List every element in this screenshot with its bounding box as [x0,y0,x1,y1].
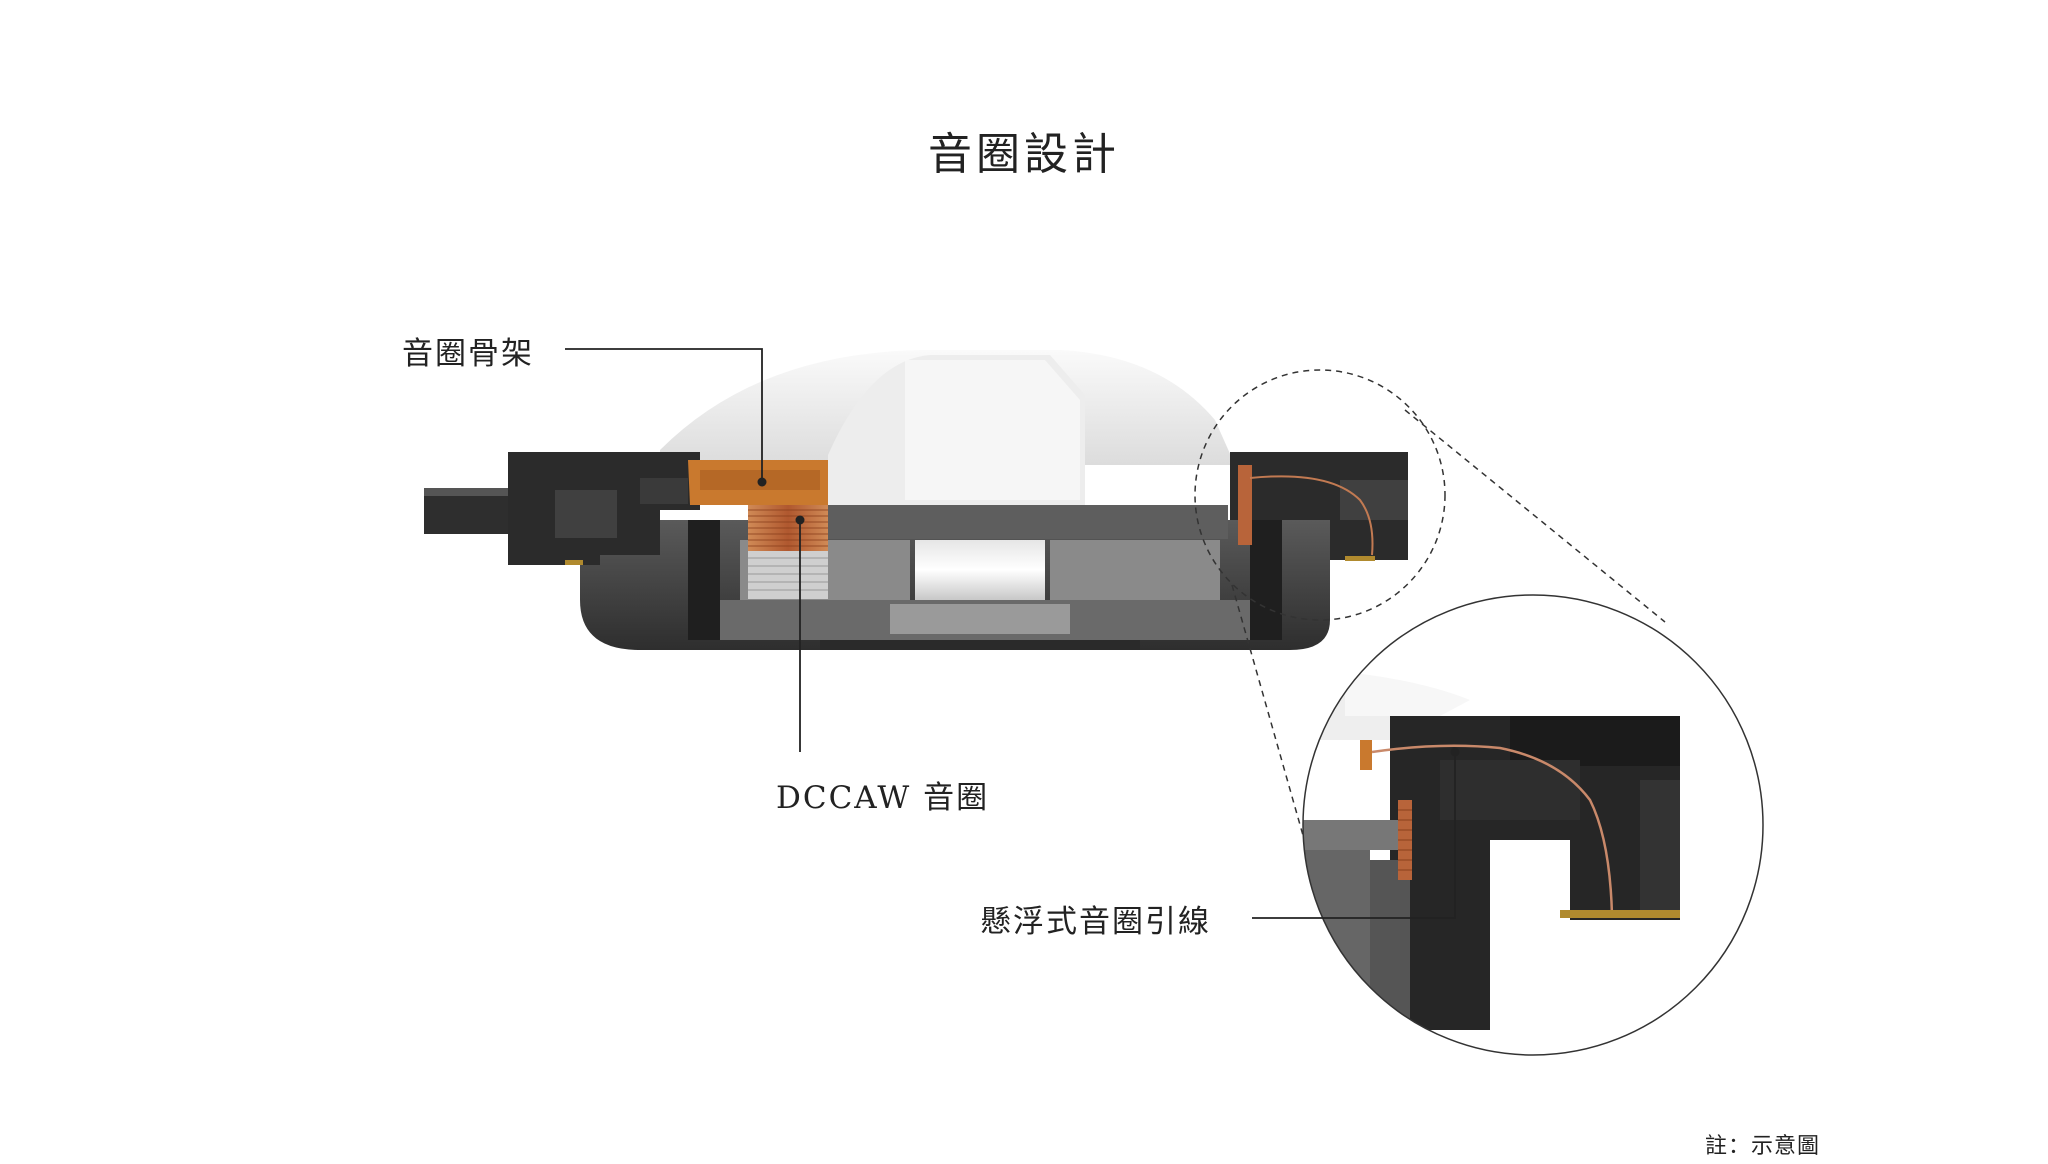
schematic-note: 註：示意圖 [1704,1134,1820,1159]
terminal-tab-highlight [424,488,512,496]
zoom-line-top [1404,409,1666,623]
left-gold-contact [565,560,583,565]
zoom-indicator [1194,369,1666,861]
zoom-coil-lines [1398,809,1412,871]
right-lead-wire-main [1249,475,1374,556]
dome-center-highlight [905,360,1080,500]
bottom-plate-highlight [890,604,1070,634]
zoom-frame-right-block [1640,780,1680,910]
zoom-coil-upper [1360,740,1372,770]
gap-turn-lines [748,557,828,591]
bottom-plate-slot [820,640,1140,650]
pole-right [1050,540,1220,600]
leader-floating-lead [1252,752,1456,919]
leader-coil-frame [565,348,763,482]
callout-dccaw-coil: DCCAW 音圈 [776,780,990,816]
left-frame-step [555,490,617,538]
zoom-line-bottom [1231,584,1311,861]
right-frame-step [1340,480,1408,520]
zoom-grey-plate-top [1303,820,1410,850]
right-frame-ring [1230,452,1408,560]
left-frame-step-2 [640,478,688,504]
main-cross-section [424,350,1408,650]
leader-floating-lead-dot [1450,747,1460,757]
magnet [915,540,1045,600]
zoom-lead-wire [1371,744,1614,916]
zoom-detail-border [1302,594,1764,1056]
leader-lines [565,348,1460,919]
right-coil [1238,465,1252,545]
top-plate [828,505,1228,539]
leader-coil-frame-dot [757,477,767,487]
zoom-detail [1302,594,1764,1056]
leader-dccaw-coil-dot [795,515,805,525]
zoom-dome-top [1345,672,1470,716]
zoom-grey-plate-1 [1303,850,1370,1030]
coil-winding-lines [748,509,828,547]
right-gold-contact [1345,556,1375,561]
zoom-gold-contact [1560,910,1680,918]
callout-floating-lead: 懸浮式音圈引線 [980,904,1211,940]
zoom-frame-mid [1440,760,1580,820]
zoom-frame-top-step [1510,716,1680,766]
zoom-source-circle [1194,369,1446,621]
coil-gap-turns [748,551,828,599]
callout-coil-frame: 音圈骨架 [402,336,534,372]
page-title: 音圈設計 [928,129,1120,180]
